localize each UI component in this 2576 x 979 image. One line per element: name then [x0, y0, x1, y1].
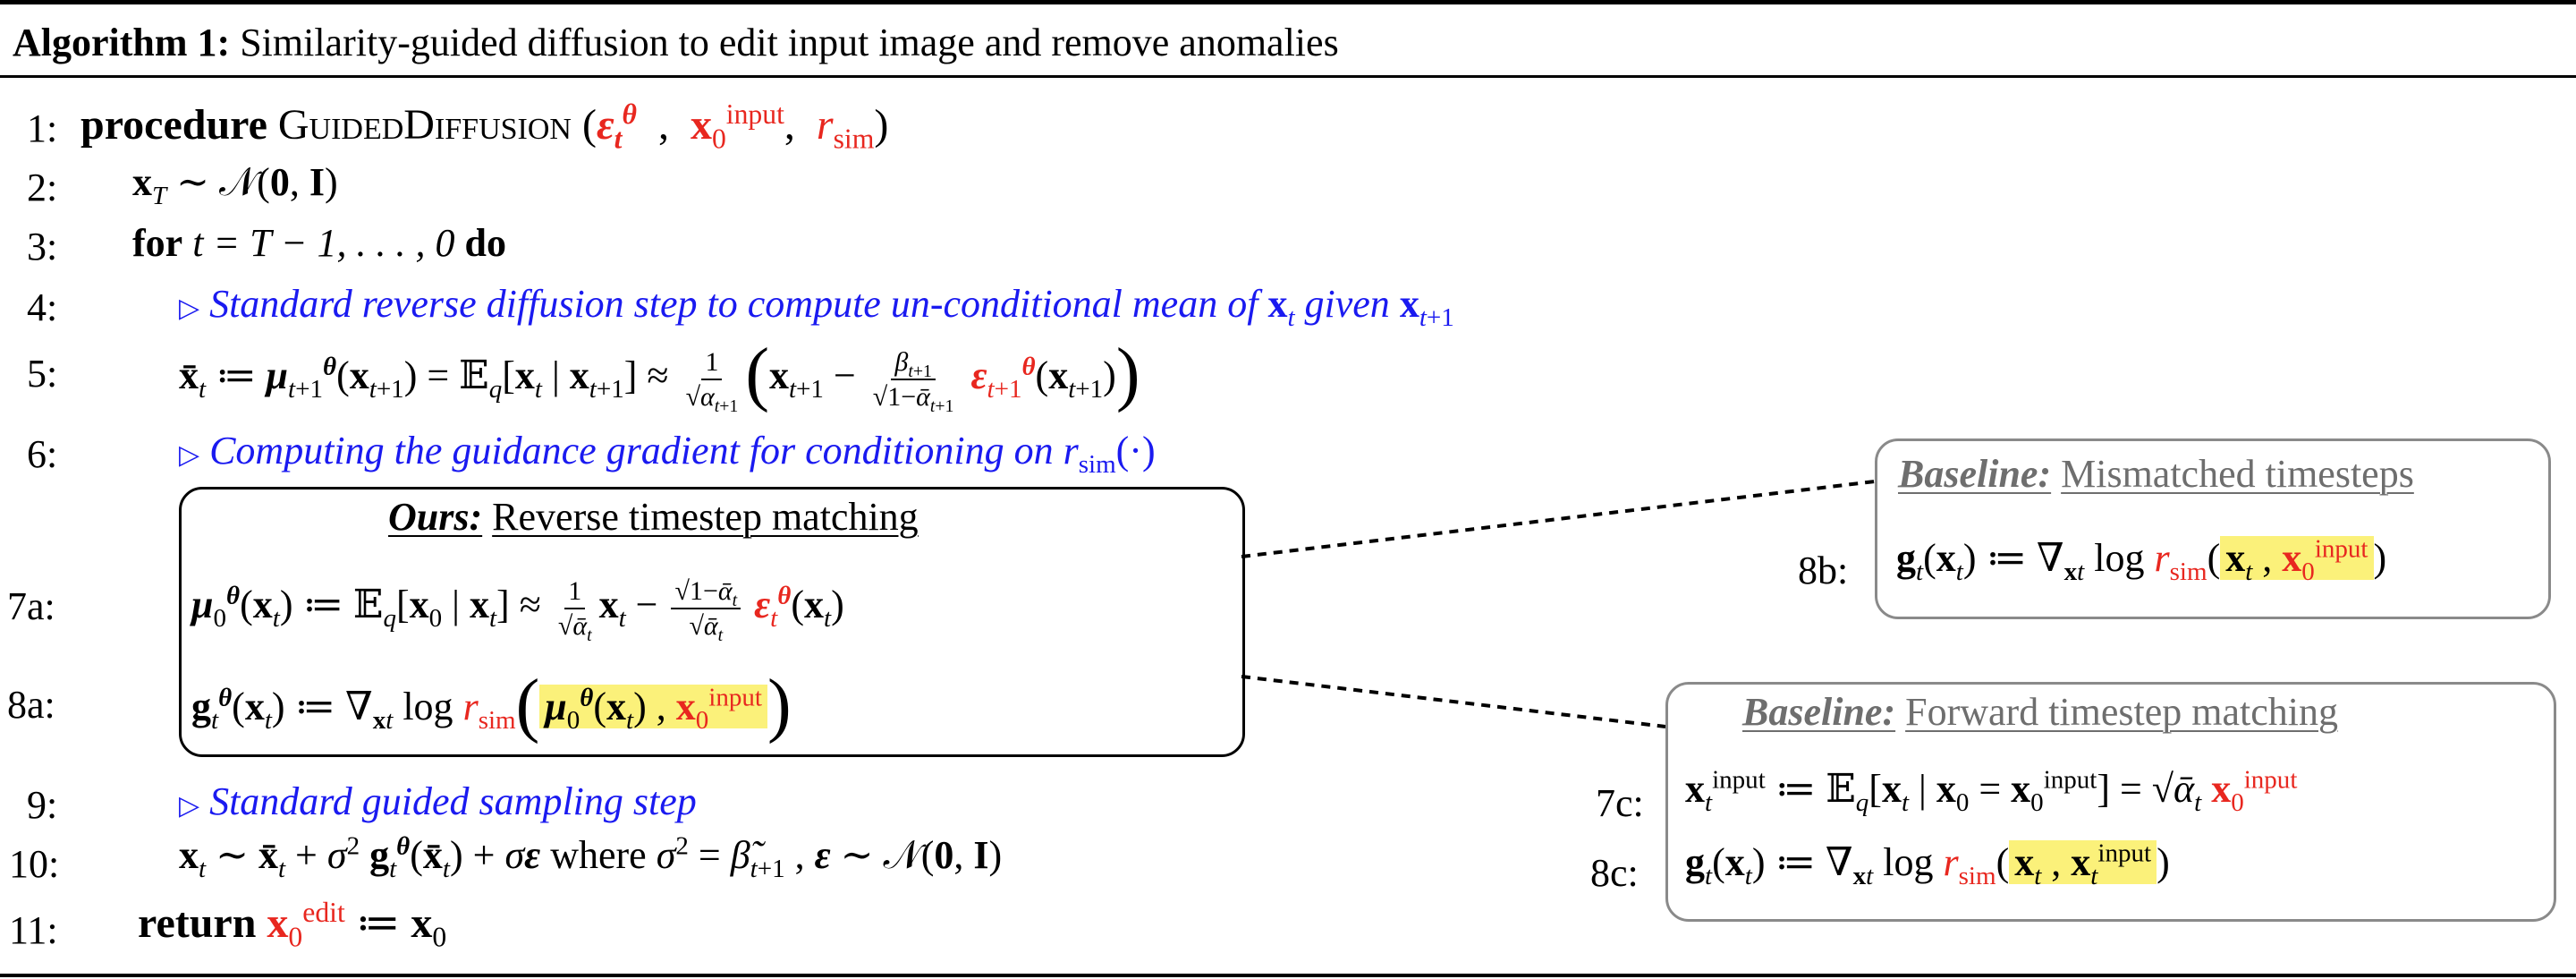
ours-box [179, 487, 1245, 757]
line-9-comment: ▷ Standard guided sampling step [179, 779, 697, 823]
connector-to-baseline-c [1241, 675, 1666, 728]
algorithm-label: Algorithm 1: [13, 21, 231, 64]
for-keyword: for [132, 221, 183, 265]
line-11: return x0edit ≔ x0 [138, 897, 447, 953]
line-number-5: 5: [27, 352, 58, 396]
ours-title: Reverse timestep matching [492, 495, 919, 539]
line-2: xT ∼ 𝒩(0, I) [132, 160, 338, 210]
baseline-c-box [1665, 682, 2556, 922]
line-8c: gt(xt) ≔ ∇xt log rsim(xt , xtinput) [1685, 839, 2170, 890]
return-keyword: return [138, 899, 257, 947]
top-rule [0, 0, 2576, 4]
algorithm-header: Algorithm 1: Similarity-guided diffusion… [13, 23, 1339, 63]
line-number-11: 11: [9, 908, 58, 952]
comment-4: Standard reverse diffusion step to compu… [209, 282, 1258, 326]
baseline-b-box [1875, 438, 2551, 619]
ours-box-title: Ours: Reverse timestep matching [388, 498, 919, 537]
comment-6: Computing the guidance gradient for cond… [209, 429, 1054, 472]
baseline-c-title: Baseline: Forward timestep matching [1742, 693, 2338, 732]
line-number-8c: 8c: [1590, 851, 1639, 895]
do-keyword: do [464, 221, 506, 265]
line-number-9: 9: [27, 783, 58, 827]
line-1: procedure GuidedDiffusion (εtθ , x0input… [80, 98, 889, 155]
line-7c: xtinput ≔ 𝔼q[xt | x0 = x0input] = √ᾱt x0… [1685, 765, 2298, 817]
line-number-7c: 7c: [1596, 781, 1644, 825]
line-number-8a: 8a: [7, 683, 55, 727]
where-keyword: where [550, 833, 647, 877]
line-number-4: 4: [27, 285, 58, 329]
baseline-b-text: Mismatched timesteps [2061, 452, 2414, 496]
baseline-c-label: Baseline: [1742, 690, 1896, 734]
baseline-b-label: Baseline: [1898, 452, 2052, 496]
line-6-comment: ▷ Computing the guidance gradient for co… [179, 429, 1156, 479]
header-rule [0, 75, 2576, 78]
line-8a: gtθ(xt) ≔ ∇xt log rsim(μ0θ(xt) , x0input… [191, 666, 792, 745]
line-number-6: 6: [27, 432, 58, 476]
line-number-1: 1: [27, 106, 58, 150]
connector-to-baseline-b [1241, 480, 1876, 558]
baseline-b-title: Baseline: Mismatched timesteps [1898, 455, 2414, 494]
line-3: for t = T − 1, . . . , 0 do [132, 224, 506, 263]
line-4-comment: ▷ Standard reverse diffusion step to com… [179, 282, 1454, 332]
line-5: x̄t ≔ μt+1θ(xt+1) = 𝔼q[xt | xt+1] ≈ 1√αt… [179, 335, 1140, 416]
loop-range: t = T − 1, . . . , 0 [192, 221, 455, 265]
line-number-8b: 8b: [1798, 549, 1849, 592]
line-number-10: 10: [9, 842, 60, 886]
procedure-keyword: procedure [80, 101, 267, 149]
procedure-name: GuidedDiffusion [277, 101, 572, 149]
bottom-rule [0, 974, 2576, 977]
line-number-3: 3: [27, 225, 58, 268]
line-number-7a: 7a: [7, 584, 55, 628]
comment-4-given: given [1304, 282, 1390, 326]
ours-label: Ours: [388, 495, 483, 539]
baseline-c-text: Forward timestep matching [1905, 690, 2339, 734]
algorithm-title: Similarity-guided diffusion to edit inpu… [240, 21, 1339, 64]
comment-9: Standard guided sampling step [209, 779, 697, 823]
line-10: xt ∼ x̄t + σ2 gtθ(x̄t) + σε where σ2 = β… [179, 831, 1003, 883]
line-number-2: 2: [27, 166, 58, 209]
line-8b: gt(xt) ≔ ∇xt log rsim(xt , x0input) [1896, 534, 2387, 586]
